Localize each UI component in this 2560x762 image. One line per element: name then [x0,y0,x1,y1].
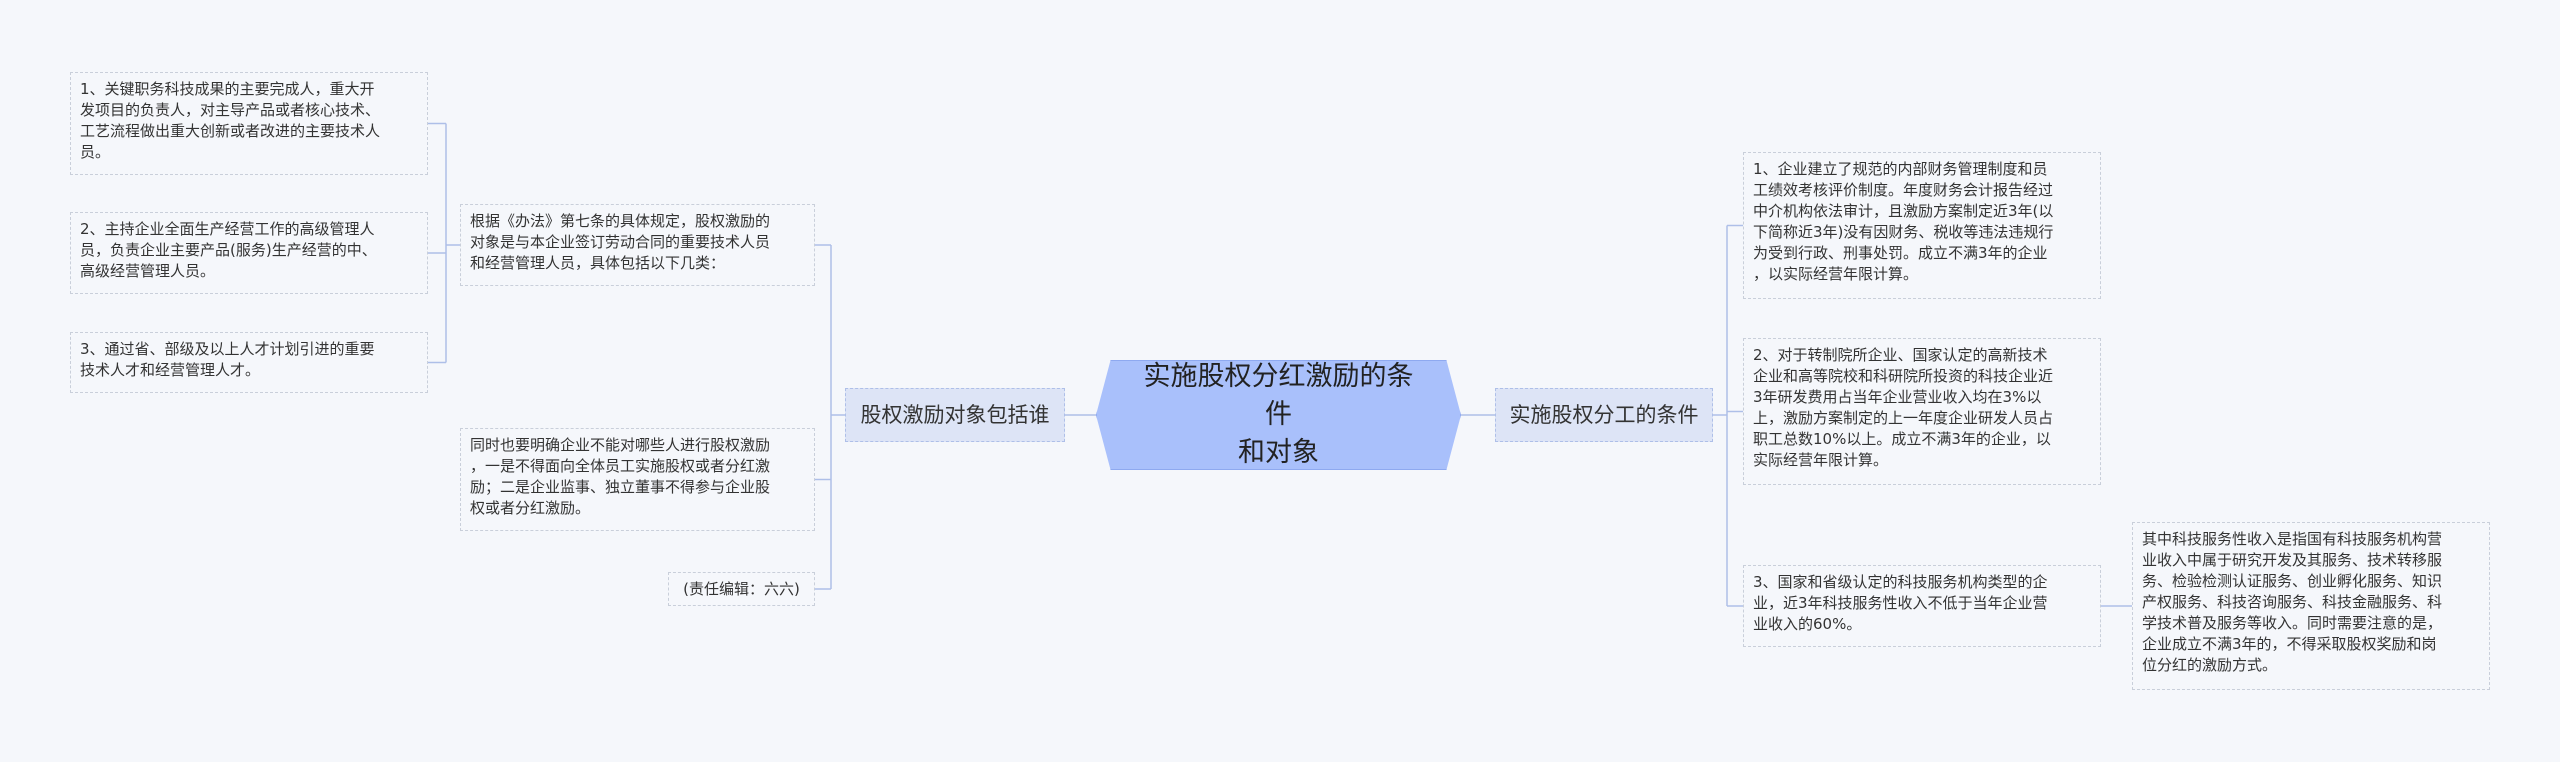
object-intro[interactable]: 根据《办法》第七条的具体规定，股权激励的 对象是与本企业签订劳动合同的重要技术人… [460,204,815,286]
condition-3[interactable]: 3、国家和省级认定的科技服务机构类型的企 业，近3年科技服务性收入不低于当年企业… [1743,565,2101,647]
object-type-3[interactable]: 3、通过省、部级及以上人才计划引进的重要 技术人才和经营管理人才。 [70,332,428,393]
condition-1[interactable]: 1、企业建立了规范的内部财务管理制度和员 工绩效考核评价制度。年度财务会计报告经… [1743,152,2101,299]
object-type-2[interactable]: 2、主持企业全面生产经营工作的高级管理人 员，负责企业主要产品(服务)生产经营的… [70,212,428,294]
condition-2[interactable]: 2、对于转制院所企业、国家认定的高新技术 企业和高等院校和科研院所投资的科技企业… [1743,338,2101,485]
tech-service-income-note[interactable]: 其中科技服务性收入是指国有科技服务机构营 业收入中属于研究开发及其服务、技术转移… [2132,522,2490,690]
root-topic[interactable]: 实施股权分红激励的条件 和对象 [1096,360,1461,470]
object-exclusion[interactable]: 同时也要明确企业不能对哪些人进行股权激励 ，一是不得面向全体员工实施股权或者分红… [460,428,815,531]
object-type-1[interactable]: 1、关键职务科技成果的主要完成人，重大开 发项目的负责人，对主导产品或者核心技术… [70,72,428,175]
branch-incentive-objects[interactable]: 股权激励对象包括谁 [845,388,1065,442]
branch-implementation-conditions[interactable]: 实施股权分工的条件 [1495,388,1713,442]
editor-credit[interactable]: (责任编辑：六六) [668,572,815,606]
